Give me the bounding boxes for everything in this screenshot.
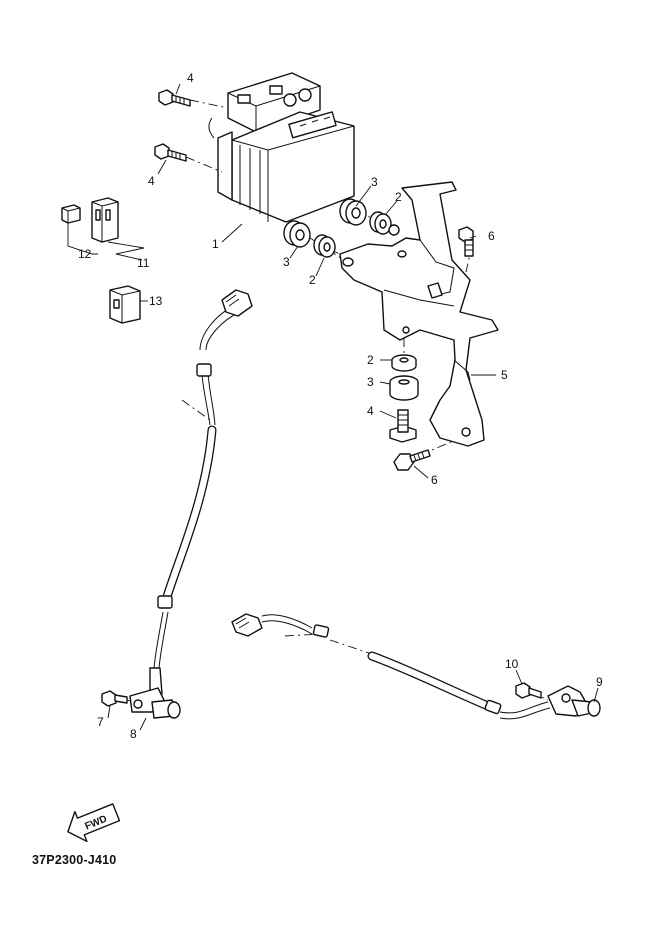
fwd-arrow-icon: FWD (67, 803, 121, 843)
callout-10: 10 (505, 657, 519, 671)
callout-4b: 4 (148, 174, 155, 188)
bolt-4-top (158, 89, 191, 107)
front-wheel-sensor-lead (153, 289, 253, 669)
abs-bracket (339, 181, 499, 447)
callout-7: 7 (97, 715, 104, 729)
part-code: 37P2300-J410 (32, 853, 117, 867)
callout-9: 9 (596, 675, 603, 689)
bolt-6-top (458, 226, 474, 257)
callout-3b: 3 (283, 255, 290, 269)
callout-1: 1 (212, 237, 219, 251)
callout-12: 12 (78, 247, 92, 261)
callout-6a: 6 (488, 229, 495, 243)
fuse-12 (61, 204, 81, 224)
bolt-7 (101, 690, 128, 707)
callout-2a: 2 (395, 190, 402, 204)
collar-2-upper (369, 211, 392, 235)
bolt-4-middle (154, 143, 187, 162)
rear-wheel-sensor (547, 685, 601, 717)
front-wheel-sensor (129, 667, 181, 719)
callout-8: 8 (130, 727, 137, 741)
grommet-3-lower (283, 220, 311, 248)
callout-13: 13 (149, 294, 163, 308)
grommet-3-bracket (389, 375, 419, 401)
callout-3c: 3 (367, 375, 374, 389)
rear-wheel-sensor-lead (231, 613, 551, 720)
callout-11: 11 (137, 256, 150, 270)
leader-lines (67, 83, 599, 731)
grommet-3-upper (339, 198, 367, 226)
collar-2-bracket (391, 354, 417, 372)
bolt-6-bottom (393, 449, 431, 471)
fuse-11 (91, 197, 119, 243)
callout-2b: 2 (309, 273, 316, 287)
collar-2-lower (313, 234, 336, 258)
abs-hydraulic-unit (208, 72, 355, 223)
callout-3a: 3 (371, 175, 378, 189)
callout-6b: 6 (431, 473, 438, 487)
bolt-10 (515, 682, 542, 699)
bolt-4-bracket (389, 409, 417, 443)
callout-labels: 4 4 1 3 2 3 2 6 5 2 3 4 6 12 11 13 7 8 1… (78, 71, 603, 741)
callout-2c: 2 (367, 353, 374, 367)
callout-5: 5 (501, 368, 508, 382)
fuse-13 (109, 285, 141, 324)
callout-4c: 4 (367, 404, 374, 418)
callout-4a: 4 (187, 71, 194, 85)
